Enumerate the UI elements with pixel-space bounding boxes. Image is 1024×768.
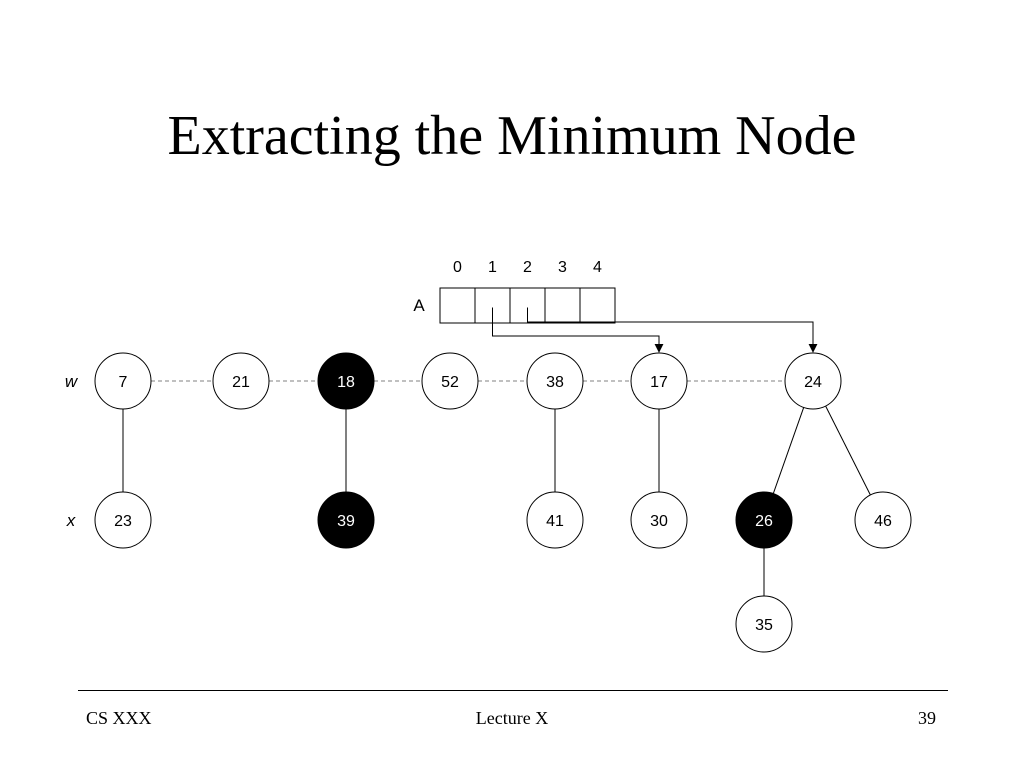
footer-lecture: Lecture X bbox=[475, 708, 549, 728]
heap-node-23: 23 bbox=[94, 491, 152, 549]
heap-node-41: 41 bbox=[526, 491, 584, 549]
row-label-x: x bbox=[66, 511, 76, 530]
heap-node-circle bbox=[317, 352, 375, 410]
heap-node-circle bbox=[735, 491, 793, 549]
heap-node-circle bbox=[784, 352, 842, 410]
heap-node-key: 39 bbox=[337, 513, 355, 530]
array-index-1: 1 bbox=[488, 259, 497, 276]
heap-node-key: 46 bbox=[874, 513, 892, 530]
heap-node-circle bbox=[630, 352, 688, 410]
heap-node-key: 17 bbox=[650, 374, 668, 391]
array-index-0: 0 bbox=[453, 259, 462, 276]
heap-node-24: 24 bbox=[784, 352, 842, 410]
array-cell-0 bbox=[439, 287, 476, 324]
heap-node-circle bbox=[630, 491, 688, 549]
heap-node-35: 35 bbox=[735, 595, 793, 653]
heap-node-circle bbox=[94, 491, 152, 549]
array-cell-3 bbox=[544, 287, 581, 324]
heap-node-circle bbox=[526, 352, 584, 410]
heap-node-key: 26 bbox=[755, 513, 773, 530]
heap-node-key: 24 bbox=[804, 374, 822, 391]
heap-node-circle bbox=[735, 595, 793, 653]
heap-node-key: 7 bbox=[119, 374, 128, 391]
heap-node-key: 30 bbox=[650, 513, 668, 530]
footer-page-number: 39 bbox=[918, 708, 936, 728]
heap-node-52: 52 bbox=[421, 352, 479, 410]
array-index-2: 2 bbox=[523, 259, 532, 276]
heap-node-key: 21 bbox=[232, 374, 250, 391]
heap-node-circle bbox=[94, 352, 152, 410]
array-label: A bbox=[413, 296, 425, 315]
heap-node-26: 26 bbox=[735, 491, 793, 549]
heap-node-circle bbox=[421, 352, 479, 410]
heap-node-key: 23 bbox=[114, 513, 132, 530]
array-pointer-1 bbox=[492, 307, 664, 353]
footer-divider bbox=[78, 690, 948, 691]
heap-node-circle bbox=[317, 491, 375, 549]
heap-node-key: 35 bbox=[755, 617, 773, 634]
heap-node-key: 38 bbox=[546, 374, 564, 391]
heap-node-17: 17 bbox=[630, 352, 688, 410]
heap-node-circle bbox=[212, 352, 270, 410]
heap-node-circle bbox=[854, 491, 912, 549]
row-label-w: w bbox=[65, 372, 79, 391]
heap-node-30: 30 bbox=[630, 491, 688, 549]
array-cell-4 bbox=[579, 287, 616, 324]
slide-title: Extracting the Minimum Node bbox=[167, 105, 857, 167]
tree-edge-24-46 bbox=[825, 405, 871, 496]
heap-node-key: 41 bbox=[546, 513, 564, 530]
heap-node-circle bbox=[526, 491, 584, 549]
footer-course: CS XXX bbox=[86, 708, 152, 728]
tree-edge-24-26 bbox=[772, 407, 805, 494]
heap-node-18: 18 bbox=[317, 352, 375, 410]
array-index-3: 3 bbox=[558, 259, 567, 276]
heap-node-key: 18 bbox=[337, 374, 355, 391]
array-index-4: 4 bbox=[593, 259, 602, 276]
heap-node-39: 39 bbox=[317, 491, 375, 549]
heap-node-7: 7 bbox=[94, 352, 152, 410]
heap-node-key: 52 bbox=[441, 374, 459, 391]
heap-node-38: 38 bbox=[526, 352, 584, 410]
array-pointer-2 bbox=[527, 307, 818, 353]
heap-node-46: 46 bbox=[854, 491, 912, 549]
heap-node-21: 21 bbox=[212, 352, 270, 410]
